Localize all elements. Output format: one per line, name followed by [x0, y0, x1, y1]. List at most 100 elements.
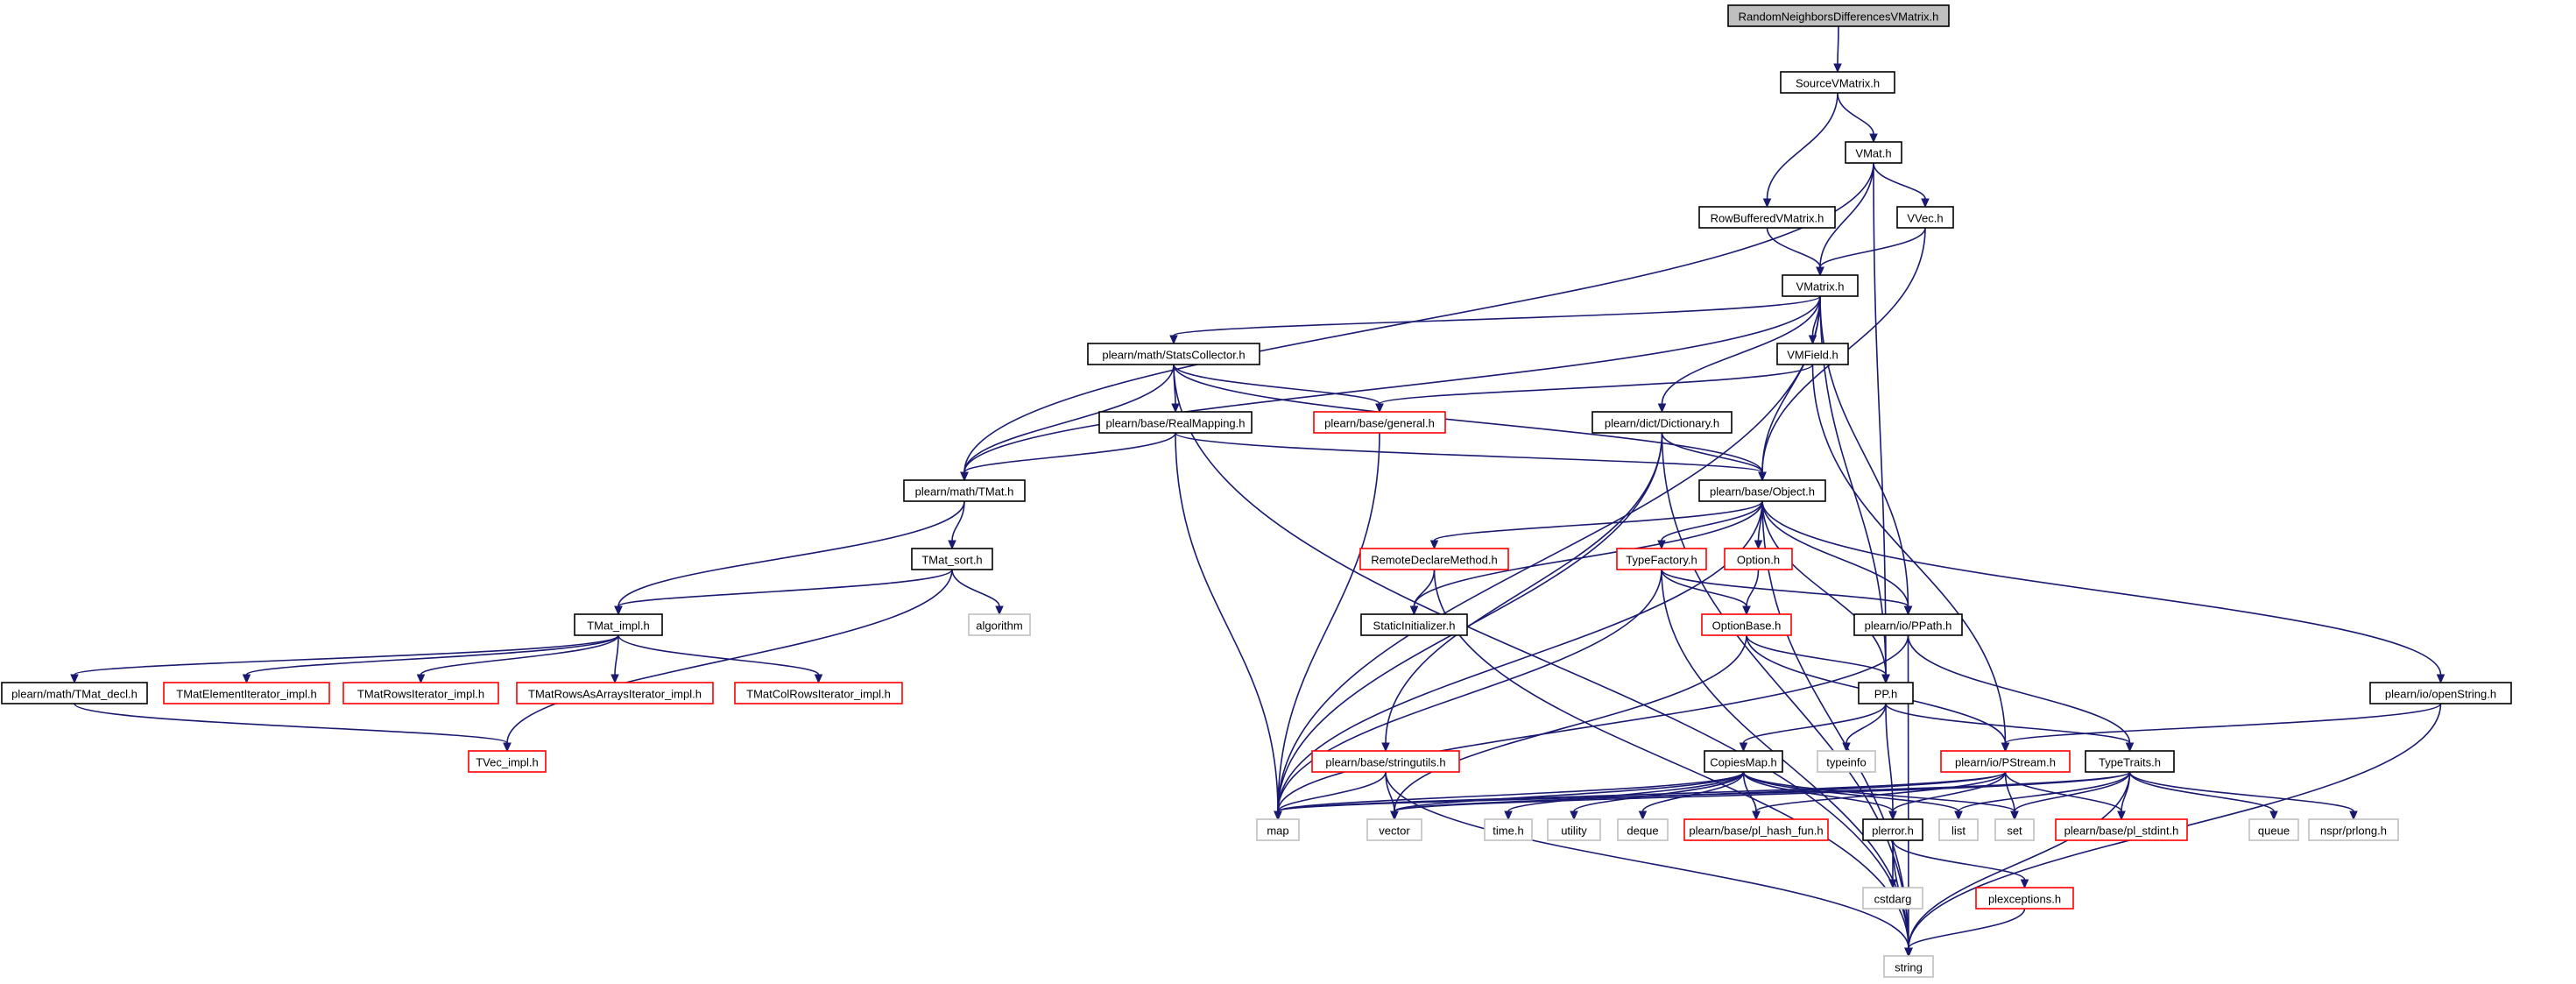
arrowhead-tmat-to-tmatsort	[948, 540, 956, 550]
edge-vmatrix-to-dictionary	[1661, 295, 1821, 405]
edge-object-to-openstring	[1761, 500, 2442, 676]
arrowhead-tmatdecl-to-tvecimpl	[503, 742, 512, 753]
node-dictionary[interactable]: plearn/dict/Dictionary.h	[1591, 411, 1733, 434]
node-sourcevmatrix[interactable]: SourceVMatrix.h	[1780, 71, 1895, 94]
edge-plexceptions-to-string	[1908, 908, 2026, 949]
node-box	[1313, 411, 1446, 434]
node-box	[1938, 818, 1979, 841]
node-tmatcolrows[interactable]: TMatColRowsIterator_impl.h	[734, 682, 903, 704]
node-statscollector[interactable]: plearn/math/StatsCollector.h	[1087, 343, 1260, 365]
node-pp[interactable]: PP.h	[1858, 682, 1914, 704]
node-queue: queue	[2248, 818, 2299, 841]
node-tmatrowsit[interactable]: TMatRowsIterator_impl.h	[342, 682, 499, 704]
edge-typefactory-to-map	[1277, 569, 1662, 812]
node-tmat[interactable]: plearn/math/TMat.h	[903, 479, 1026, 502]
edge-pstream-to-hashfun	[1755, 771, 2007, 812]
node-tmatdecl[interactable]: plearn/math/TMat_decl.h	[1, 682, 148, 704]
node-copiesmap[interactable]: CopiesMap.h	[1704, 750, 1783, 773]
edge-option-to-optionbase	[1746, 569, 1760, 607]
node-set: set	[1994, 818, 2035, 841]
node-label: algorithm	[976, 619, 1022, 633]
node-box	[1701, 613, 1792, 636]
node-label: StaticInitializer.h	[1373, 619, 1456, 633]
node-plexceptions[interactable]: plexceptions.h	[1975, 887, 2074, 910]
node-root[interactable]: RandomNeighborsDifferencesVMatrix.h	[1727, 4, 1950, 27]
edge-tmat-to-tmatsort	[951, 500, 965, 542]
node-box	[903, 479, 1026, 502]
node-staticinit[interactable]: StaticInitializer.h	[1360, 613, 1468, 636]
edge-statscollector-to-tmat	[963, 364, 1175, 473]
node-prlong: nspr/prlong.h	[2308, 818, 2399, 841]
arrowhead-typetraits-to-set	[2010, 811, 2019, 821]
arrowhead-object-to-remotedeclare	[1429, 540, 1439, 550]
edge-openstring-to-pstream	[2004, 703, 2442, 744]
node-vmatrix[interactable]: VMatrix.h	[1782, 274, 1859, 297]
node-label: plerror.h	[1872, 825, 1914, 838]
edge-copiesmap-to-map	[1277, 771, 1745, 812]
node-box	[163, 682, 330, 704]
node-label: plearn/io/PStream.h	[1955, 756, 2056, 769]
node-box	[574, 613, 663, 636]
node-box	[1360, 613, 1468, 636]
edge-tmatdecl-to-tvecimpl	[74, 703, 508, 744]
node-option[interactable]: Option.h	[1724, 548, 1793, 570]
arrowhead-vmatrix-to-statscollector	[1169, 335, 1178, 345]
node-timeh: time.h	[1484, 818, 1533, 841]
edge-vmatrix-to-ppath	[1819, 295, 1909, 607]
node-optionbase[interactable]: OptionBase.h	[1701, 613, 1792, 636]
node-label: time.h	[1493, 825, 1523, 838]
node-hashfun[interactable]: plearn/base/pl_hash_fun.h	[1683, 818, 1829, 841]
node-string: string	[1883, 955, 1934, 978]
node-remotedeclare[interactable]: RemoteDeclareMethod.h	[1359, 548, 1509, 570]
edge-typefactory-to-optionbase	[1661, 569, 1747, 607]
node-tmatelemit[interactable]: TMatElementIterator_impl.h	[163, 682, 330, 704]
node-box	[1698, 206, 1836, 229]
node-label: map	[1267, 825, 1288, 838]
edge-statscollector-to-object	[1173, 364, 1763, 473]
node-openstring[interactable]: plearn/io/openString.h	[2369, 682, 2512, 704]
node-label: plearn/base/stringutils.h	[1325, 756, 1445, 769]
node-box	[342, 682, 499, 704]
node-box	[1845, 141, 1902, 164]
node-rowbuffered[interactable]: RowBufferedVMatrix.h	[1698, 206, 1836, 229]
edge-ppath-to-map	[1277, 634, 1909, 812]
node-tvecimpl[interactable]: TVec_impl.h	[468, 750, 547, 773]
node-ppath[interactable]: plearn/io/PPath.h	[1853, 613, 1963, 636]
node-box	[1704, 750, 1783, 773]
arrowhead-tmatimpl-to-tmatelemit	[242, 674, 251, 684]
arrowhead-tmatimpl-to-tmatrowsit	[416, 674, 426, 684]
node-stdint[interactable]: plearn/base/pl_stdint.h	[2055, 818, 2188, 841]
node-box	[1683, 818, 1829, 841]
node-typetraits[interactable]: TypeTraits.h	[2085, 750, 2175, 773]
node-vvec[interactable]: VVec.h	[1896, 206, 1954, 229]
edge-pp-to-plerror	[1885, 703, 1894, 812]
node-pstream[interactable]: plearn/io/PStream.h	[1940, 750, 2071, 773]
node-tmatrowsarr[interactable]: TMatRowsAsArraysIterator_impl.h	[516, 682, 714, 704]
node-object[interactable]: plearn/base/Object.h	[1698, 479, 1826, 502]
node-general[interactable]: plearn/base/general.h	[1313, 411, 1446, 434]
arrowhead-optionbase-to-pp	[1881, 674, 1890, 684]
node-box	[734, 682, 903, 704]
arrowhead-remotedeclare-to-staticinit	[1409, 605, 1419, 616]
edge-vmat-to-pp	[1873, 162, 1887, 676]
node-label: TMat_sort.h	[921, 554, 982, 567]
node-realmapping[interactable]: plearn/base/RealMapping.h	[1098, 411, 1253, 434]
arrowhead-statscollector-to-realmapping	[1171, 403, 1180, 414]
edge-tmatimpl-to-tmatrowsit	[420, 634, 619, 676]
node-plerror[interactable]: plerror.h	[1862, 818, 1923, 841]
node-typefactory[interactable]: TypeFactory.h	[1616, 548, 1707, 570]
node-stringutils[interactable]: plearn/base/stringutils.h	[1311, 750, 1460, 773]
node-vmat[interactable]: VMat.h	[1845, 141, 1902, 164]
node-box	[1698, 479, 1826, 502]
node-label: plearn/base/pl_hash_fun.h	[1689, 825, 1823, 838]
node-vmfield[interactable]: VMField.h	[1776, 343, 1849, 365]
node-tmatsort[interactable]: TMat_sort.h	[911, 548, 993, 570]
node-tmatimpl[interactable]: TMat_impl.h	[574, 613, 663, 636]
node-label: TMat_impl.h	[587, 619, 650, 633]
node-box	[1724, 548, 1793, 570]
node-box	[1359, 548, 1509, 570]
node-box	[2308, 818, 2399, 841]
node-algorithm: algorithm	[968, 613, 1031, 636]
node-label: cstdarg	[1874, 893, 1912, 906]
edge-pp-to-typeinfo	[1846, 703, 1887, 744]
